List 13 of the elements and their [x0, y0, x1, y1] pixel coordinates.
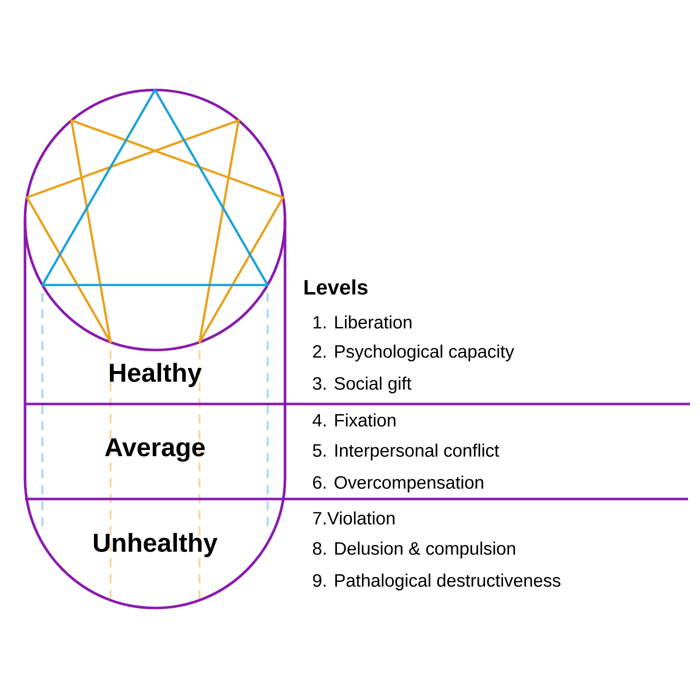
level-item: 4. Fixation — [312, 413, 396, 427]
level-item: 9. Pathalogical destructiveness — [313, 574, 560, 590]
band-label: Healthy — [110, 362, 202, 388]
level-item: 7.Violation — [313, 511, 394, 525]
level-item: 3. Social gift — [312, 376, 412, 394]
list-heading: Levels — [304, 279, 368, 295]
level-item: 5. Interpersonal conflict — [312, 444, 500, 460]
level-item: 1. Liberation — [314, 315, 412, 329]
level-item: 6. Overcompensation — [313, 476, 484, 492]
level-item: 8. Delusion & compulsion — [312, 542, 516, 558]
band-label: Unhealthy — [94, 532, 218, 558]
level-item: 2. Psychological capacity — [313, 344, 514, 362]
band-label: Average — [105, 438, 205, 462]
